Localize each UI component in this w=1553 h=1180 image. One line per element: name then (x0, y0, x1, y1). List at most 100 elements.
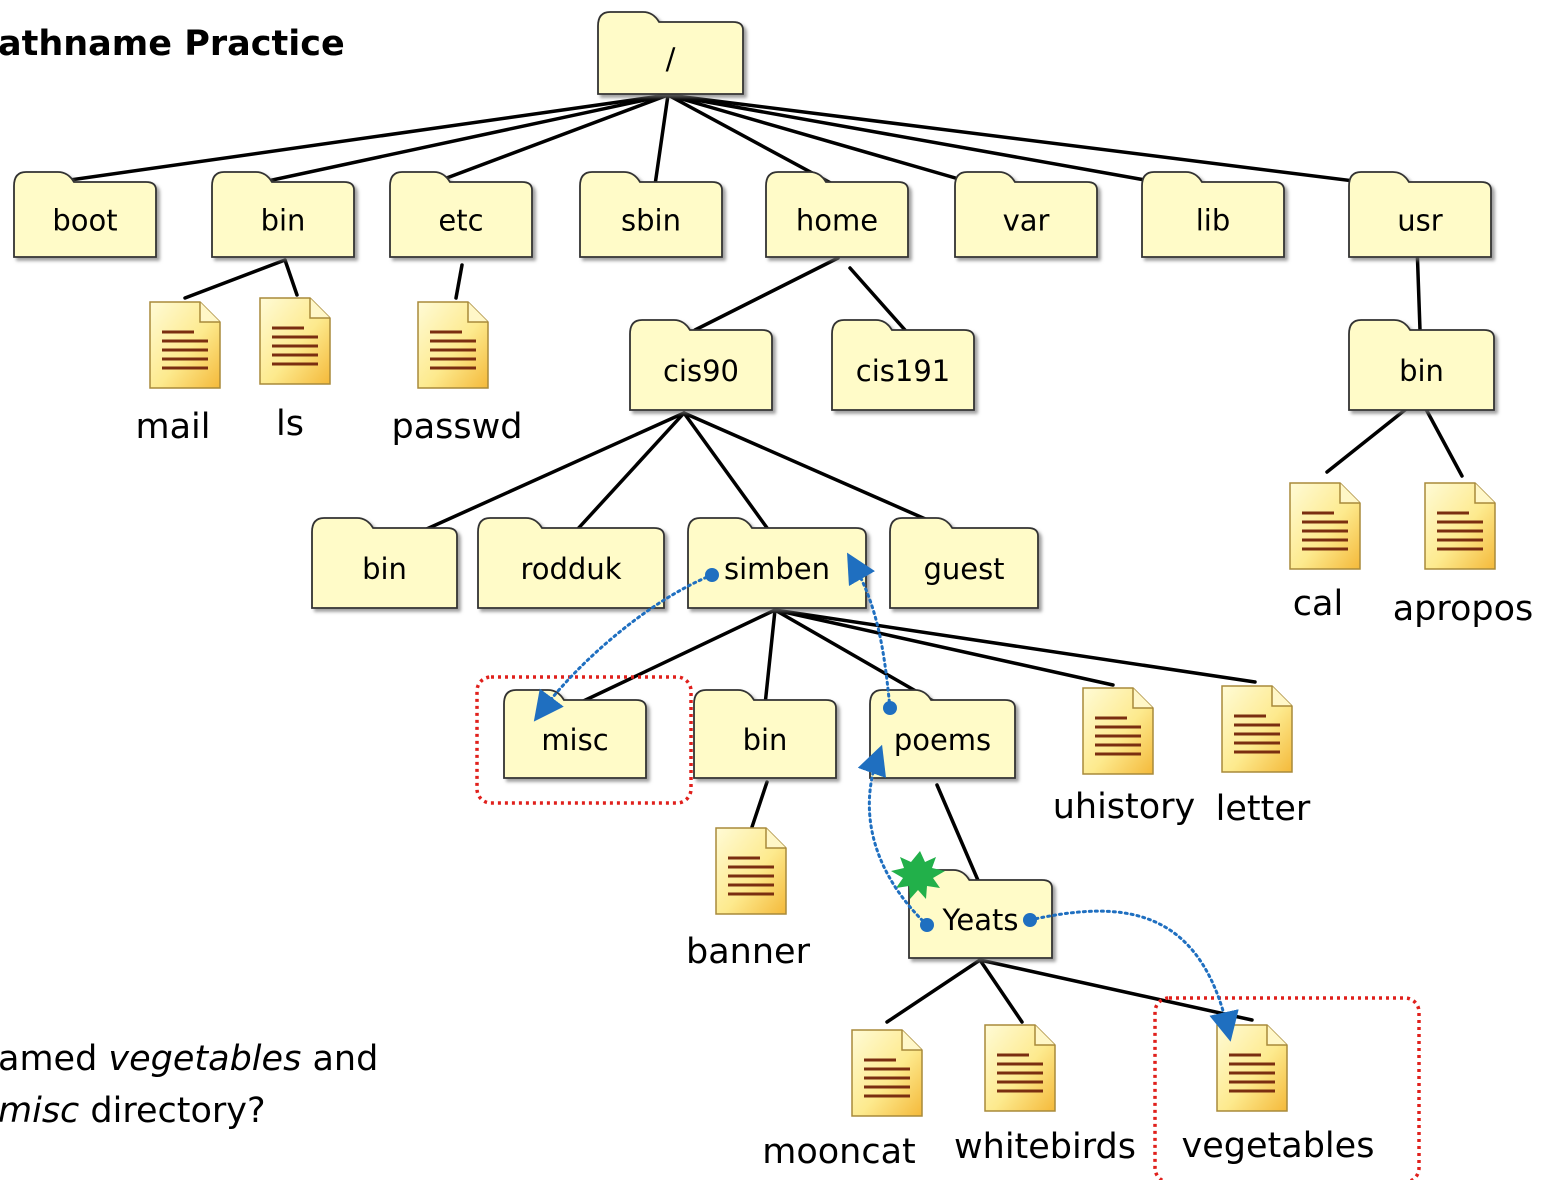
file-uhistory: uhistory (1053, 687, 1196, 827)
folder-icon (831, 319, 975, 411)
folder-label: cis90 (663, 354, 739, 388)
folder-icon (597, 11, 744, 95)
path-dots (705, 568, 1037, 932)
edge-simben-uhistory (773, 608, 1115, 687)
folder-label: home (796, 204, 878, 238)
file-mooncat: mooncat (762, 1029, 923, 1172)
folder-icon (1348, 171, 1492, 258)
folder-icon (1348, 319, 1495, 411)
file-icon (1082, 687, 1154, 775)
folder-yeats: Yeats (908, 869, 1053, 959)
edge-simben-bin (763, 608, 777, 707)
file-icon (1221, 685, 1293, 773)
file-icon (417, 301, 489, 389)
folder-icon (311, 517, 458, 609)
folder-sbin: sbin (579, 171, 723, 258)
folder-etc: etc (389, 171, 533, 258)
file-label: uhistory (1053, 787, 1196, 827)
folder-bin: bin (693, 689, 837, 779)
edge-usrbin-apropos (1418, 396, 1464, 478)
edge-home-cis191 (848, 266, 907, 332)
folder-label: / (666, 42, 676, 76)
folder-icon (1141, 171, 1285, 258)
file-label: letter (1216, 789, 1311, 829)
file-icon (149, 301, 221, 389)
folder-icon (579, 171, 723, 258)
folder-label: poems (894, 723, 991, 757)
file-ls: ls (259, 297, 331, 444)
edge-root-lib (666, 93, 1192, 190)
edge-cis90-simben (682, 411, 772, 534)
folder-icon (389, 171, 533, 258)
edge-yeats-mooncat (885, 958, 982, 1024)
folder-label: guest (923, 552, 1004, 586)
file-cal: cal (1289, 482, 1361, 624)
file-icon (715, 827, 787, 915)
folder-icon (13, 171, 157, 258)
file-label: passwd (392, 407, 523, 447)
folder-usr: usr (1348, 171, 1492, 258)
folder-label: usr (1397, 204, 1442, 238)
folder-misc: misc (503, 689, 647, 779)
folder-var: var (954, 171, 1098, 258)
file-letter: letter (1216, 685, 1311, 829)
file-label: whitebirds (954, 1127, 1136, 1167)
folder-bin: bin (311, 517, 458, 609)
arrow-simben-to-misc (533, 573, 714, 722)
file-passwd: passwd (392, 301, 523, 447)
folder-icon (954, 171, 1098, 258)
folder-bin: bin (211, 171, 355, 258)
file-icon (1289, 482, 1361, 570)
folder-label: cis191 (856, 354, 950, 388)
edge-root-sbin (653, 93, 670, 187)
file-label: vegetables (1182, 1126, 1375, 1166)
edge-poems-yeats (935, 783, 982, 887)
edge-root-etc (418, 93, 670, 190)
arrow-yeats-to-vegetables (1028, 909, 1239, 1042)
folder-label: etc (438, 204, 483, 238)
folder-label: bin (362, 552, 407, 586)
file-icon (259, 297, 331, 385)
file-icon (851, 1029, 923, 1117)
file-label: mooncat (762, 1132, 916, 1172)
edge-bin-banner (750, 780, 769, 829)
edge-yeats-vegetables (978, 958, 1254, 1022)
folder-label: bin (261, 204, 306, 238)
edge-yeats-whitebirds (978, 958, 1024, 1024)
edge-bin-mail (183, 258, 287, 300)
folder-home: home (765, 171, 909, 258)
folder-icon (211, 171, 355, 258)
edge-root-bin (233, 93, 670, 190)
file-banner: banner (686, 827, 811, 972)
folder-icon (477, 517, 665, 609)
folder-label: misc (541, 723, 608, 757)
folder-boot: boot (13, 171, 157, 258)
file-icon (984, 1024, 1056, 1112)
file-icon (1216, 1024, 1288, 1112)
question-line-1: amed vegetables and (0, 1039, 378, 1079)
folder-root: / (597, 11, 744, 95)
edge-cis90-rodduk (573, 411, 686, 534)
edge-root-boot (33, 93, 670, 187)
arrow-yeats-to-poems (857, 744, 929, 927)
folder-rodduk: rodduk (477, 517, 665, 609)
folder-cis191: cis191 (831, 319, 975, 411)
file-label: apropos (1393, 589, 1534, 629)
folder-simben: simben (687, 517, 867, 609)
folder-label: bin (743, 723, 788, 757)
folder-bin: bin (1348, 319, 1495, 411)
arrow-poems-to-simben (847, 552, 892, 710)
folder-label: boot (52, 204, 117, 238)
folder-label: rodduk (520, 552, 621, 586)
file-label: banner (686, 932, 811, 972)
question-line-2: misc directory? (0, 1091, 266, 1131)
misc-highlight-box (475, 675, 693, 805)
edge-etc-passwd (454, 263, 464, 300)
edge-cis90-bin (418, 411, 686, 534)
folder-label: Yeats (942, 903, 1019, 937)
edge-simben-misc (573, 608, 777, 707)
folder-label: var (1003, 204, 1050, 238)
folder-icon (765, 171, 909, 258)
edge-simben-letter (773, 608, 1257, 684)
